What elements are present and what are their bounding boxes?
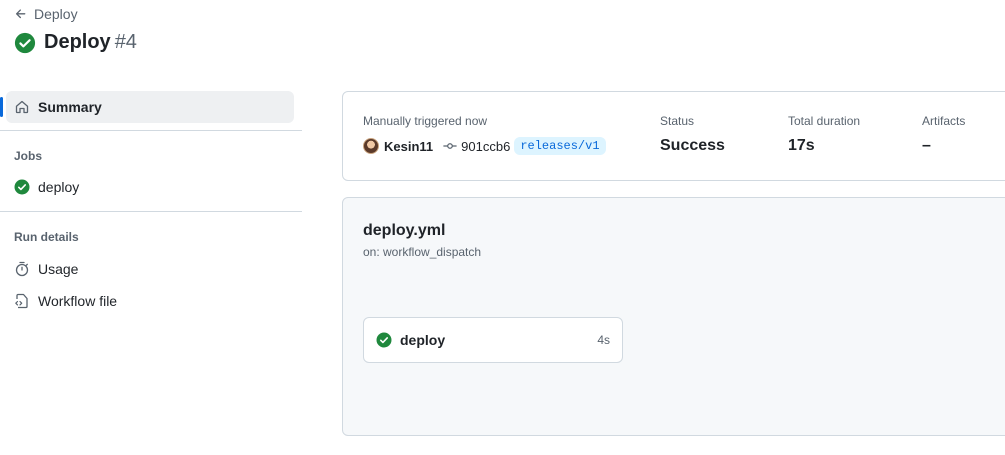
status-column: Status Success (660, 114, 725, 155)
duration-column: Total duration 17s (788, 114, 860, 155)
arrow-left-icon (15, 9, 26, 19)
sidebar-item-label: deploy (38, 179, 80, 195)
home-icon (15, 100, 29, 114)
sidebar-item-deploy-job[interactable]: deploy (0, 171, 302, 203)
artifacts-column: Artifacts – (922, 114, 965, 155)
duration-value: 17s (788, 137, 815, 154)
actor-link[interactable]: Kesin11 (384, 138, 434, 154)
commit-sha: 901ccb6 (461, 138, 511, 154)
run-summary-card: Manually triggered now Kesin11 901ccb6 r… (342, 91, 1005, 181)
job-duration: 4s (597, 333, 610, 347)
back-link-label: Deploy (34, 6, 78, 22)
status-value: Success (660, 137, 725, 154)
divider (0, 130, 302, 131)
jobs-heading: Jobs (14, 149, 43, 163)
job-name: deploy (400, 332, 446, 348)
branch-label[interactable]: releases/v1 (514, 137, 606, 155)
run-number: #4 (114, 31, 137, 53)
run-details-heading: Run details (14, 230, 79, 244)
status-label: Status (660, 114, 695, 128)
sidebar-item-label: Usage (38, 261, 79, 277)
sidebar-item-label: Summary (38, 99, 102, 115)
workflow-graph: deploy.yml on: workflow_dispatch deploy … (342, 197, 1005, 436)
workflow-file-name: deploy.yml (363, 222, 446, 239)
sidebar-item-workflow-file[interactable]: Workflow file (0, 285, 302, 317)
sidebar: Summary Jobs deploy Run details Usage Wo… (0, 91, 302, 317)
sidebar-item-usage[interactable]: Usage (0, 253, 302, 285)
run-title: Deploy (44, 31, 111, 53)
trigger-column: Manually triggered now Kesin11 901ccb6 r… (363, 114, 606, 155)
artifacts-value: – (922, 137, 931, 154)
job-node-deploy[interactable]: deploy 4s (363, 317, 623, 363)
check-circle-icon (14, 179, 30, 195)
duration-label: Total duration (788, 114, 861, 128)
avatar[interactable] (363, 138, 379, 154)
artifacts-label: Artifacts (922, 114, 966, 128)
divider (0, 211, 302, 212)
sidebar-item-label: Workflow file (38, 293, 118, 309)
stopwatch-icon (15, 261, 29, 277)
back-link[interactable]: Deploy (14, 6, 78, 22)
sidebar-item-summary[interactable]: Summary (0, 91, 294, 123)
trigger-text: Manually triggered now (363, 114, 488, 128)
workflow-trigger: on: workflow_dispatch (363, 245, 482, 259)
file-code-icon (15, 293, 28, 309)
active-indicator (0, 97, 3, 117)
page-title: Deploy#4 (14, 31, 137, 54)
commit-link[interactable]: 901ccb6 (443, 139, 510, 154)
check-circle-icon (14, 32, 36, 53)
git-commit-icon (443, 143, 457, 149)
check-circle-icon (376, 332, 392, 348)
